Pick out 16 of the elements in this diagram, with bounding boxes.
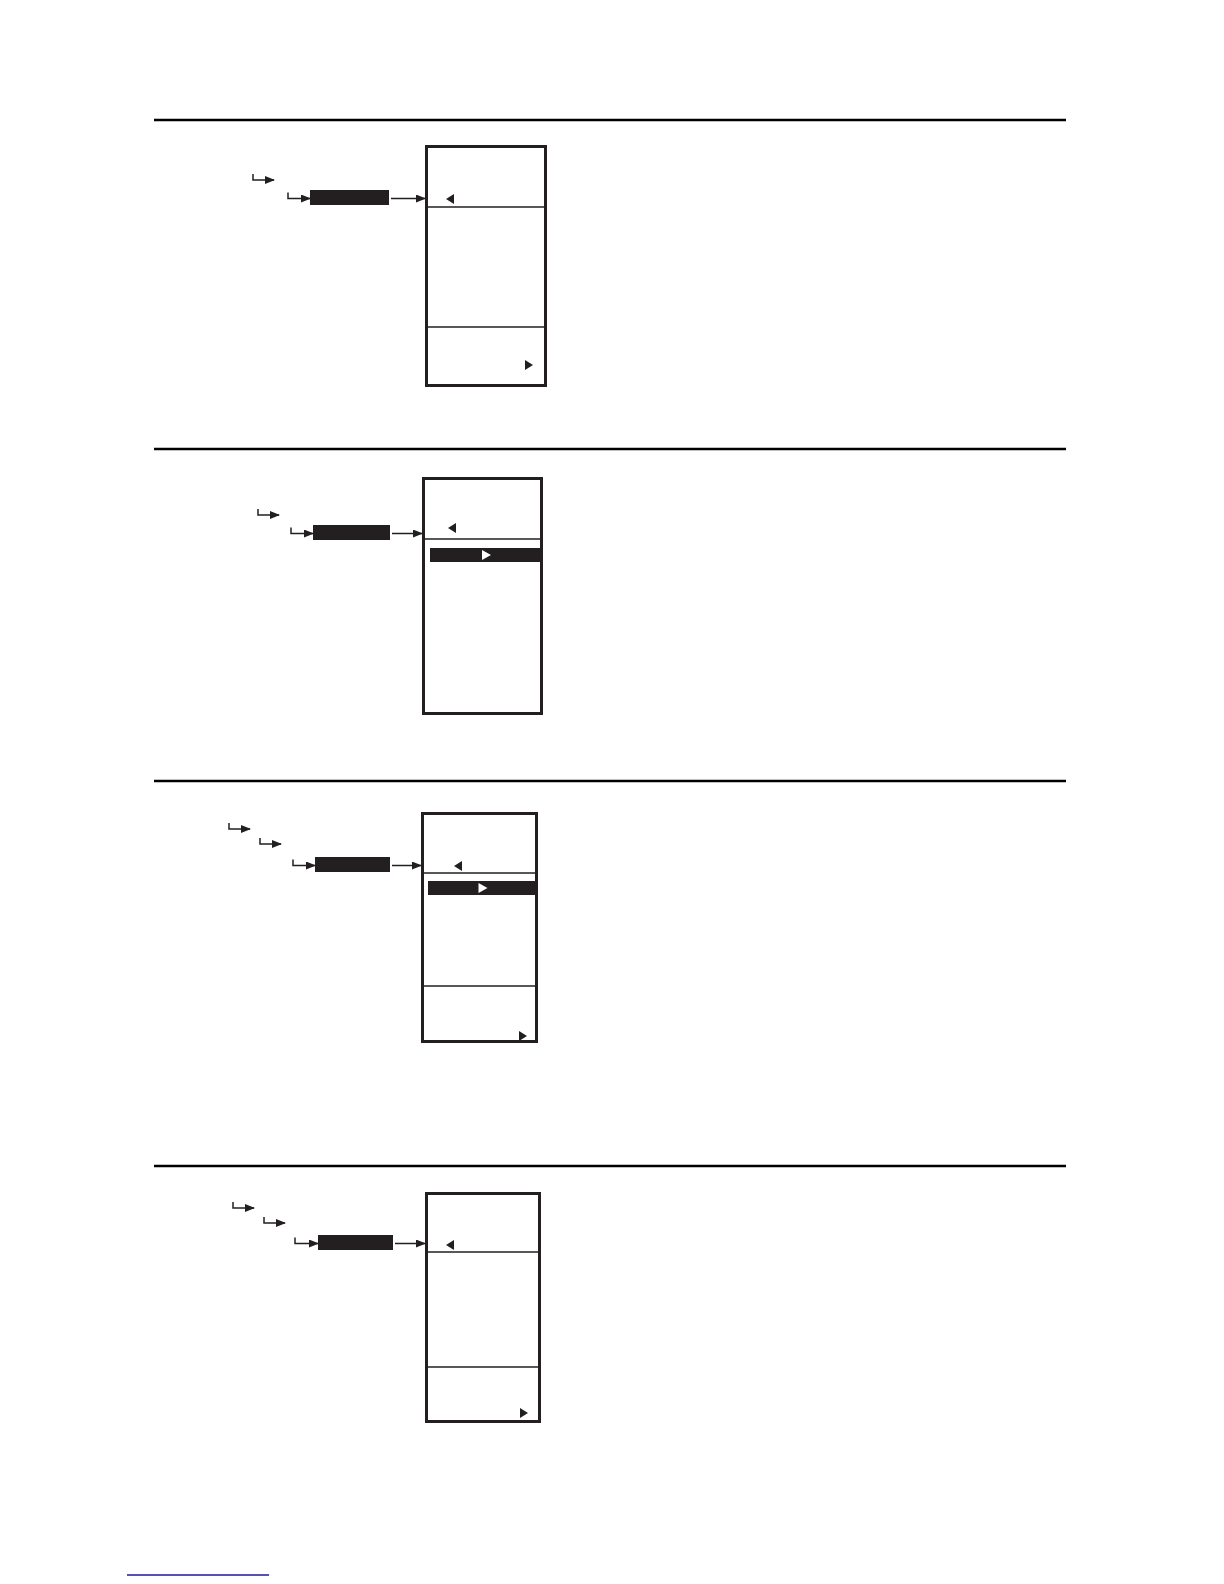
display-screen <box>425 1192 541 1423</box>
display-screen <box>421 812 538 1043</box>
arrow <box>294 1236 319 1248</box>
arrow <box>292 858 316 870</box>
arrow <box>391 861 422 870</box>
arrow <box>290 526 314 538</box>
menu-bar <box>310 190 389 205</box>
display-screen <box>422 477 543 715</box>
arrow <box>287 191 311 203</box>
menu-bar <box>313 525 390 540</box>
menu-bar <box>318 1235 393 1250</box>
menu-bar <box>315 857 390 872</box>
arrow <box>394 1239 426 1248</box>
arrow <box>390 194 426 203</box>
arrow <box>391 529 423 538</box>
display-screen <box>425 145 547 387</box>
